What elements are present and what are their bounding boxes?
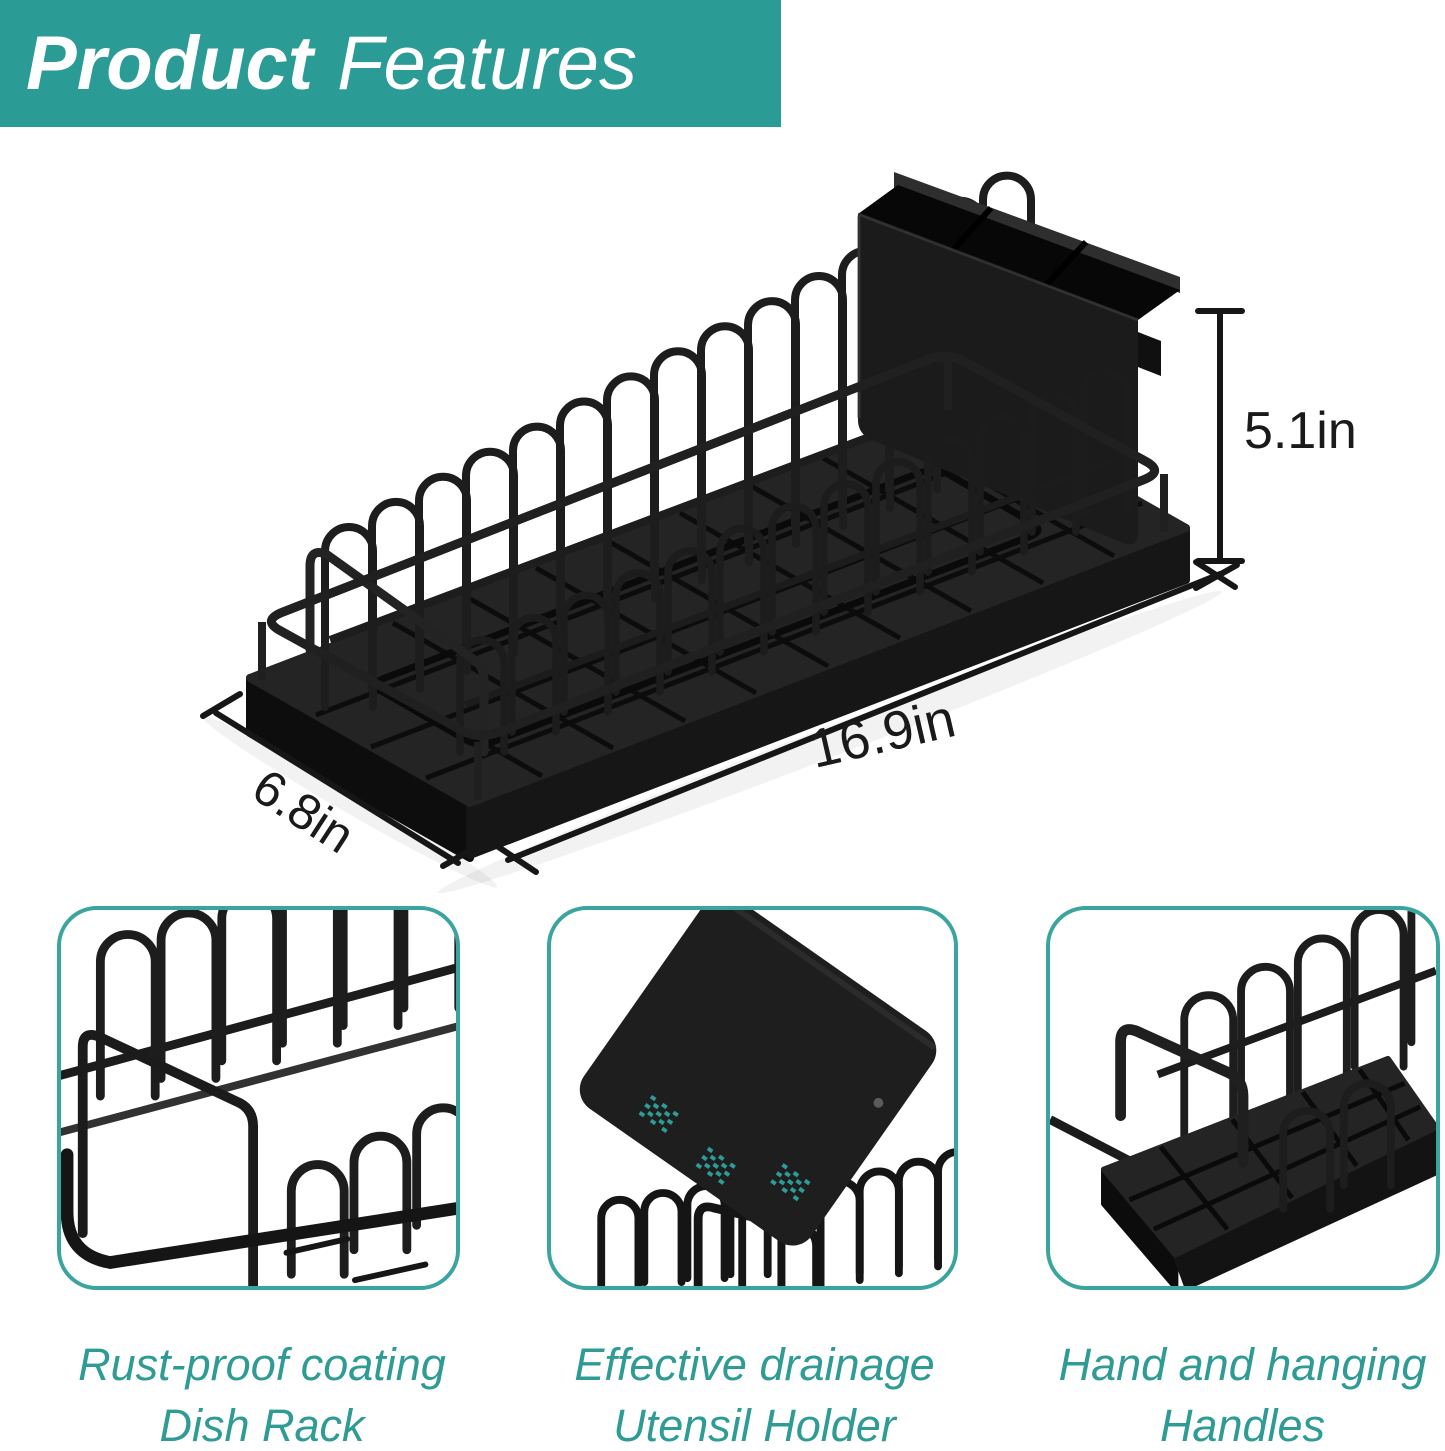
- dimension-height: [1193, 308, 1245, 591]
- shadow: [437, 590, 1223, 894]
- feature-tile-handles: [1046, 906, 1440, 1290]
- caption-line: Dish Rack: [159, 1400, 365, 1451]
- caption-line: Effective drainage: [574, 1339, 935, 1390]
- banner-title-light: Features: [337, 20, 638, 106]
- front-rail-wire: [463, 454, 1122, 709]
- dimension-depth: [200, 691, 479, 869]
- closeup-handle-wire: [77, 1030, 259, 1286]
- feature-tile-utensil-holder: [547, 906, 958, 1290]
- utensil-holder-box: [579, 910, 937, 1246]
- dish-rack-closeup: [61, 910, 456, 1286]
- feature-caption-dish-rack: Rust-proof coating Dish Rack: [37, 1334, 487, 1451]
- feature-caption-utensil-holder: Effective drainage Utensil Holder: [527, 1334, 982, 1451]
- utensil-holder-closeup: [579, 910, 954, 1286]
- dimension-length: [494, 559, 1238, 875]
- feature-tile-dish-rack: [57, 906, 460, 1290]
- drainage-holes: [638, 1094, 811, 1202]
- feature-caption-handles: Hand and hanging Handles: [1015, 1334, 1445, 1451]
- dimension-height-label: 5.1in: [1244, 402, 1357, 460]
- banner: Product Features: [0, 0, 781, 127]
- closeup-handle-wire: [1115, 1024, 1249, 1169]
- plate-loops-front: [456, 368, 1132, 756]
- rack-handle: [305, 548, 489, 757]
- caption-line: Hand and hanging: [1058, 1339, 1427, 1390]
- caption-line: Handles: [1159, 1400, 1326, 1451]
- caption-line: Utensil Holder: [613, 1400, 896, 1451]
- wire-frame: [258, 352, 1168, 800]
- banner-title-bold: Product: [26, 20, 314, 106]
- hanging-hook: [1138, 332, 1161, 376]
- handles-closeup: [1050, 910, 1436, 1286]
- caption-line: Rust-proof coating: [78, 1339, 446, 1390]
